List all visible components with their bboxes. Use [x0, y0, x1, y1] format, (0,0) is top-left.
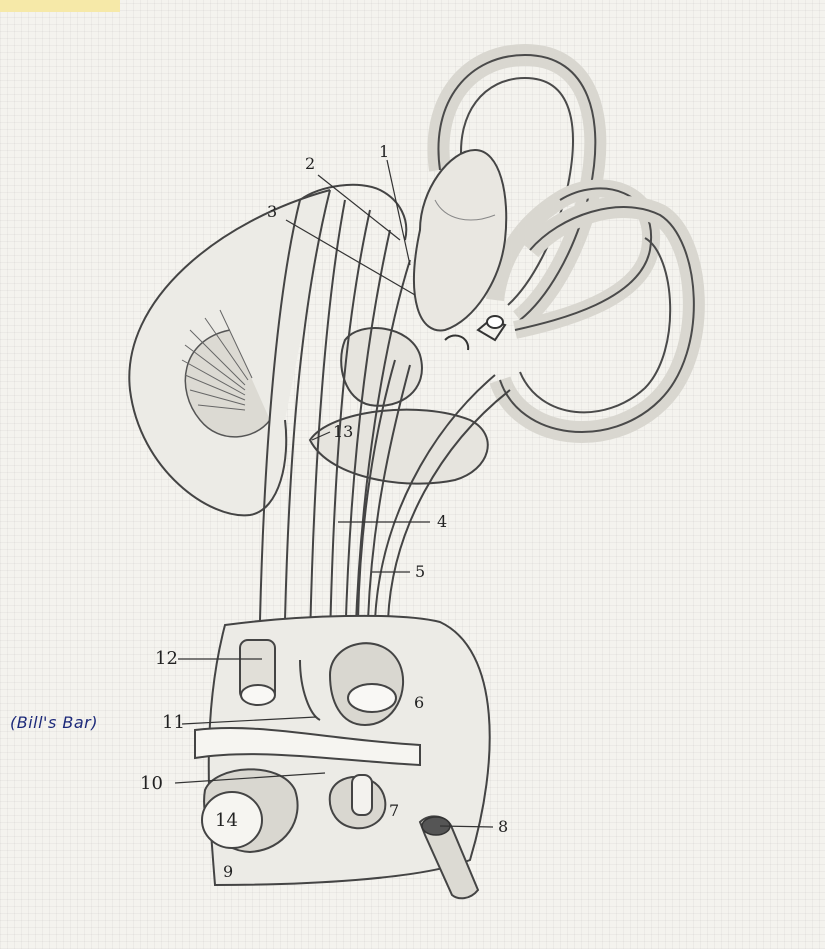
- bills-bar-annotation: (Bill's Bar): [10, 713, 98, 732]
- label-4: 4: [437, 514, 447, 530]
- label-1: 1: [379, 144, 389, 160]
- label-5: 5: [415, 564, 425, 580]
- label-2: 2: [305, 156, 315, 172]
- foramen-12: [240, 640, 275, 705]
- vestibule: [414, 150, 506, 330]
- label-6: 6: [414, 695, 424, 711]
- label-9: 9: [223, 864, 233, 880]
- foramen-6: [330, 643, 403, 725]
- label-8: 8: [498, 819, 508, 835]
- label-11: 11: [162, 714, 185, 732]
- label-14: 14: [215, 812, 238, 830]
- label-12: 12: [155, 650, 178, 668]
- label-3: 3: [267, 204, 277, 220]
- label-10: 10: [140, 775, 163, 793]
- label-7: 7: [389, 803, 399, 819]
- label-13: 13: [333, 424, 353, 440]
